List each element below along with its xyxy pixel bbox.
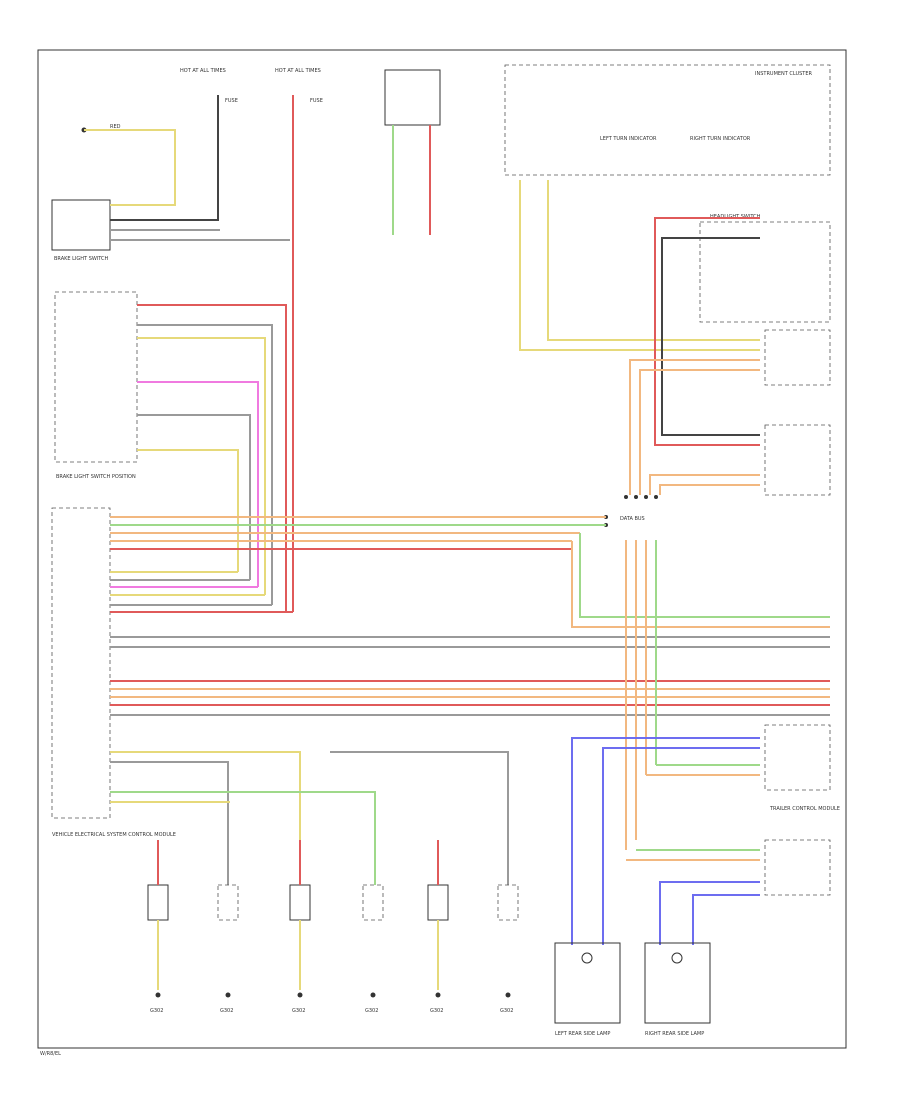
bus-node-3 [644,495,648,499]
vehicle-control-module-label: VEHICLE ELECTRICAL SYSTEM CONTROL MODULE [52,832,176,838]
wire-blue-4 [692,894,760,945]
lamp-group [147,884,519,921]
data-bus-label: DATA BUS [620,516,645,522]
brake-switch-position-box [54,291,138,463]
ground-label-4: G302 [365,1008,378,1014]
left-side-lamp-bulb [581,952,593,964]
wire-gray-pos [137,324,273,605]
wire-blue-3 [659,881,760,945]
headlight-switch-box [699,221,831,323]
ground-2 [225,992,231,998]
ground-1 [155,992,161,998]
wire-blue-2 [602,747,760,945]
wire-orange-cluster-4 [659,484,760,495]
wire-green-bus-right [579,533,830,618]
right-turn-indicator-label: RIGHT TURN INDICATOR [690,136,751,142]
hot-at-all-times-label-1: HOT AT ALL TIMES [180,68,226,74]
wire-orange-bus-right [571,541,830,628]
wire-yellow-pos [137,337,266,595]
wire-orange-cluster-3 [649,474,760,495]
wire-gray-lower-5 [330,751,509,885]
left-side-lamp-box [554,942,621,1024]
module-box-right-2 [764,424,831,496]
wire-black-headlight [661,237,760,436]
brake-light-switch: BRAKE LIGHT SWITCH [51,199,111,262]
brake-light-switch-label: BRAKE LIGHT SWITCH [54,256,109,262]
lamp-2 [217,884,239,921]
wire-gray-lower-2 [110,761,229,885]
wire-green-lower-3 [110,791,376,885]
fuse-label-1: FUSE [225,98,238,104]
instrument-cluster-label: INSTRUMENT CLUSTER [755,71,813,77]
ground-label-5: G302 [430,1008,443,1014]
wire-blue-1 [571,737,760,945]
lamp-1 [147,884,169,921]
ground-label-3: G302 [292,1008,305,1014]
left-rear-side-lamp-label: LEFT REAR SIDE LAMP [555,1031,610,1037]
wire-yellow-lower-1 [110,751,301,885]
right-rear-side-lamp-label: RIGHT REAR SIDE LAMP [645,1031,704,1037]
left-turn-indicator-label: LEFT TURN INDICATOR [600,136,657,142]
ground-label-1: G302 [150,1008,163,1014]
lamp-4 [362,884,384,921]
lamp-5 [427,884,449,921]
wire-yellow-cluster-2 [547,180,760,341]
vehicle-control-module-box [51,507,111,819]
wire-black-fuse-1 [110,95,219,221]
ground-6 [505,992,511,998]
fuse-relay-box [384,69,441,126]
instrument-cluster-box [504,64,831,176]
wire-orange-cluster-1 [629,359,760,495]
diagram-border [37,49,847,1049]
ground-label-2: G302 [220,1008,233,1014]
fuse-label-2: FUSE [310,98,323,104]
wire-yellow-brake [84,129,176,206]
wire-orange-cluster-2 [639,369,760,495]
trailer-control-module-label: TRAILER CONTROL MODULE [769,806,840,812]
module-box-right-4 [764,839,831,896]
bus-node-1 [624,495,628,499]
ground-5 [435,992,441,998]
bus-node-2 [634,495,638,499]
wire-yellow-pos-2 [137,449,239,572]
right-side-lamp-box [644,942,711,1024]
module-box-right-3 [764,724,831,791]
ground-3 [297,992,303,998]
lamp-6 [497,884,519,921]
wire-pink-pos [137,381,259,587]
ground-4 [370,992,376,998]
right-side-lamp-bulb [671,952,683,964]
footer-code: W/R8/EL [40,1051,61,1057]
wire-red-pos [137,304,287,612]
wire-red-headlight [654,217,760,446]
bus-node-4 [654,495,658,499]
lamp-3 [289,884,311,921]
brake-switch-position-label: BRAKE LIGHT SWITCH POSITION [56,474,136,480]
hot-at-all-times-label-2: HOT AT ALL TIMES [275,68,321,74]
wire-gray-pos-2 [137,414,251,580]
ground-label-6: G302 [500,1008,513,1014]
wire-yellow-cluster-1 [519,180,760,351]
module-box-right-1 [764,329,831,386]
wire-label-red-top: RED [110,124,121,130]
